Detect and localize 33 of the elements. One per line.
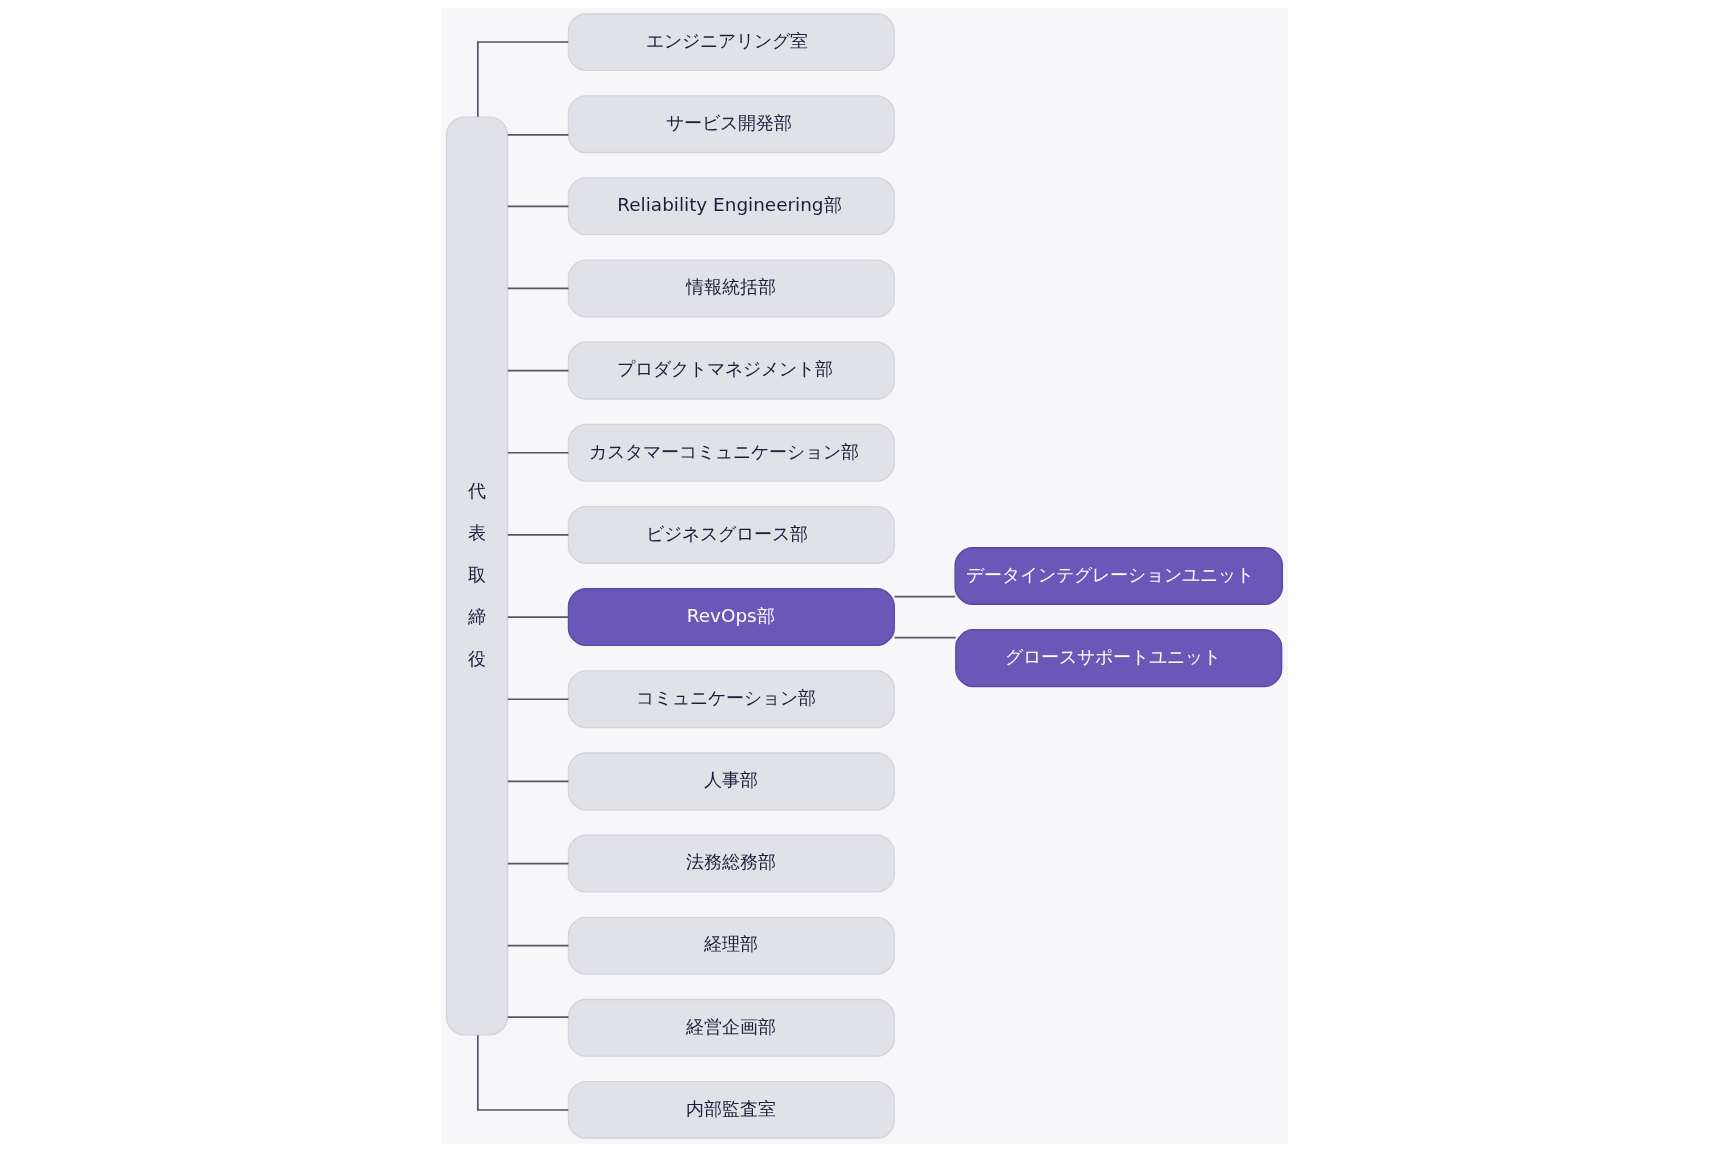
node-box: サービス開発部 bbox=[567, 95, 895, 154]
node-box: 情報統括部 bbox=[567, 259, 895, 318]
connector bbox=[476, 1034, 569, 1111]
node-box: 経営企画部 bbox=[567, 998, 895, 1057]
connector bbox=[506, 944, 569, 947]
node-box: RevOps部 bbox=[567, 588, 895, 647]
node-box: 人事部 bbox=[567, 752, 895, 811]
node-box: 代表取締役 bbox=[445, 116, 508, 1036]
node-box: プロダクトマネジメント部 bbox=[567, 341, 895, 400]
connector bbox=[506, 780, 569, 783]
connector bbox=[506, 534, 569, 536]
node-box: カスタマーコミュニケーション部 bbox=[567, 423, 895, 482]
node-box: エンジニアリング室 bbox=[567, 13, 895, 72]
connector bbox=[506, 862, 569, 865]
node-box: 法務総務部 bbox=[567, 834, 895, 893]
connector bbox=[506, 698, 569, 701]
connector bbox=[506, 133, 569, 136]
connector bbox=[476, 41, 569, 118]
node-box: コミュニケーション部 bbox=[567, 670, 895, 729]
connector bbox=[893, 595, 956, 598]
node-box: 内部監査室 bbox=[567, 1080, 895, 1139]
connector bbox=[506, 369, 569, 372]
connector bbox=[506, 205, 569, 208]
connector bbox=[506, 1016, 569, 1019]
connector bbox=[506, 616, 569, 618]
node-box: グロースサポートユニット bbox=[954, 629, 1282, 688]
node-box: 経理部 bbox=[567, 916, 895, 975]
connector bbox=[506, 451, 569, 454]
node-box: データインテグレーションユニット bbox=[953, 546, 1283, 606]
connector bbox=[893, 636, 957, 639]
node-box: ビジネスグロース部 bbox=[567, 505, 895, 564]
node-box: Reliability Engineering部 bbox=[567, 177, 895, 236]
connector bbox=[506, 287, 569, 290]
